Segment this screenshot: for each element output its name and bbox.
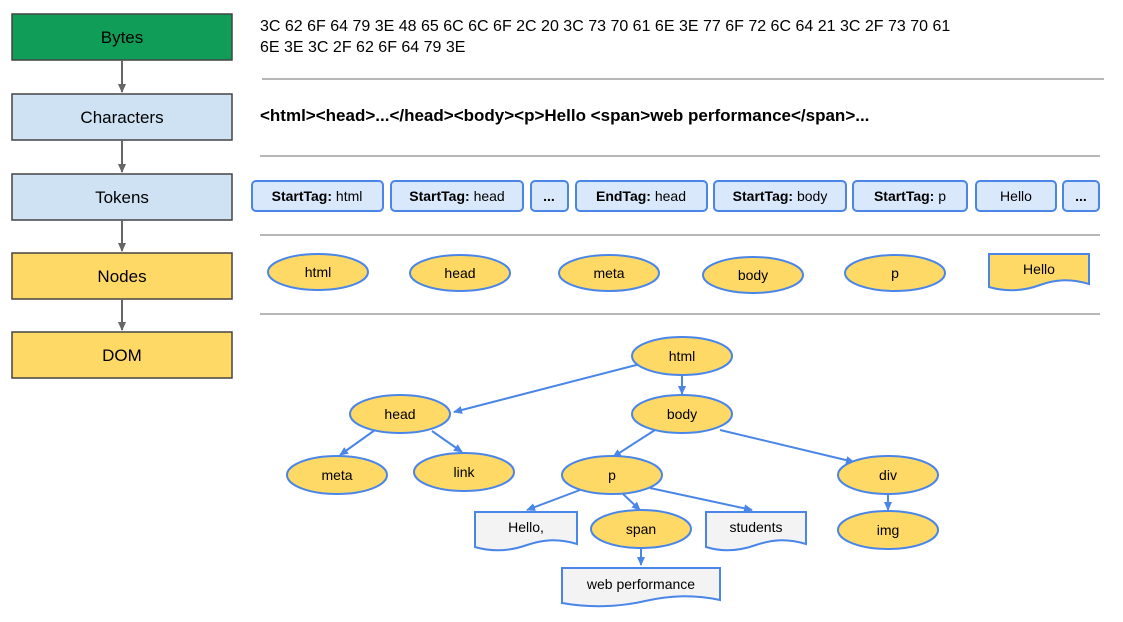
token-name: html — [336, 188, 362, 204]
tree-edge — [621, 492, 641, 511]
nodes-row: html head meta body p Hello — [267, 253, 1090, 294]
tree-node-link — [413, 452, 515, 492]
stage-nodes-label: Nodes — [97, 267, 146, 286]
svg-text:StartTag: p: StartTag: p — [874, 188, 946, 204]
tree-node-label: head — [384, 406, 415, 422]
tree-node-head — [349, 394, 451, 434]
stage-characters-label: Characters — [80, 108, 163, 127]
token-kind: StartTag: — [409, 188, 469, 204]
svg-text:StartTag: body: StartTag: body — [733, 188, 828, 204]
token-kind: EndTag: — [596, 188, 651, 204]
bytes-line-2: 6E 3E 3C 2F 62 6F 64 79 3E — [260, 39, 466, 56]
characters-text: <html><head>...</head><body><p>Hello <sp… — [260, 106, 870, 125]
node-label: meta — [593, 265, 624, 281]
token-name: p — [938, 188, 946, 204]
token-name: ... — [543, 188, 555, 204]
tokens-row: StartTag: html StartTag: head ... EndTag… — [251, 180, 1100, 212]
stage-dom-label: DOM — [102, 346, 142, 365]
token-name: Hello — [1000, 188, 1032, 204]
node-ellipse — [409, 254, 511, 292]
tree-text-label: Hello, — [508, 519, 544, 535]
tree-edge — [526, 489, 581, 511]
node-ellipse — [844, 254, 946, 292]
tree-text-node-hello — [474, 511, 578, 552]
tree-node-meta — [286, 455, 388, 495]
node-label: body — [738, 267, 768, 283]
tree-edges — [339, 363, 892, 566]
stage-bytes-label: Bytes — [101, 28, 144, 47]
token-kind: StartTag: — [733, 188, 793, 204]
tree-node-span — [590, 509, 692, 549]
stage-dom — [11, 331, 233, 379]
node-label: html — [305, 264, 331, 280]
text-node-shape — [988, 253, 1090, 292]
node-ellipse — [702, 256, 804, 294]
tree-edge — [453, 363, 641, 414]
token — [713, 180, 847, 212]
tree-node-label: meta — [321, 467, 352, 483]
tree-edge — [649, 487, 753, 513]
tree-node-label: html — [669, 348, 695, 364]
node-label: head — [444, 265, 475, 281]
dividers — [260, 78, 1104, 315]
bytes-line-1: 3C 62 6F 64 79 3E 48 65 6C 6C 6F 2C 20 3… — [260, 18, 951, 35]
tree-node-label: span — [626, 521, 656, 537]
token-kind: StartTag: — [874, 188, 934, 204]
stage-nodes — [11, 252, 233, 300]
token-kind: StartTag: — [272, 188, 332, 204]
token-name: body — [797, 188, 827, 204]
stage-tokens — [11, 173, 233, 221]
tree-node-img — [837, 510, 939, 550]
pipeline: Bytes Characters Tokens Nodes DOM — [11, 13, 233, 379]
node-ellipse — [558, 254, 660, 292]
token — [975, 180, 1057, 212]
token-name: ... — [1075, 188, 1087, 204]
tree-node-div — [837, 455, 939, 495]
tree-edge — [431, 430, 463, 453]
tree-edge — [612, 429, 656, 458]
token — [852, 180, 968, 212]
tree-text-label: web performance — [586, 576, 695, 592]
token — [575, 180, 708, 212]
tree-text-label: students — [730, 519, 783, 535]
token — [530, 180, 569, 212]
tree-nodes: html head body meta link p div img span … — [286, 336, 939, 608]
tree-text-node-web-performance — [561, 567, 721, 608]
token — [251, 180, 384, 212]
stage-bytes — [11, 13, 233, 61]
tree-edge — [339, 429, 376, 456]
tree-node-p — [561, 455, 663, 495]
token-name: head — [474, 188, 505, 204]
token-name: head — [655, 188, 686, 204]
svg-text:EndTag: head: EndTag: head — [596, 188, 686, 204]
tree-node-label: img — [877, 522, 900, 538]
tree-node-label: p — [608, 467, 616, 483]
tree-node-label: body — [667, 406, 697, 422]
tree-node-label: div — [879, 467, 897, 483]
svg-text:StartTag: html: StartTag: html — [272, 188, 363, 204]
tree-node-body — [631, 394, 733, 434]
bytes-hex-text: 3C 62 6F 64 79 3E 48 65 6C 6C 6F 2C 20 3… — [260, 16, 1090, 58]
stage-tokens-label: Tokens — [95, 188, 149, 207]
svg-text:StartTag: head: StartTag: head — [409, 188, 504, 204]
token — [1062, 180, 1100, 212]
token — [390, 180, 524, 212]
tree-node-html — [631, 336, 733, 376]
tree-edge — [719, 429, 855, 465]
node-ellipse — [267, 253, 369, 291]
tree-text-node-students — [705, 511, 807, 552]
text-node-label: Hello — [1023, 261, 1055, 277]
tree-node-label: link — [453, 464, 475, 480]
node-label: p — [891, 265, 899, 281]
